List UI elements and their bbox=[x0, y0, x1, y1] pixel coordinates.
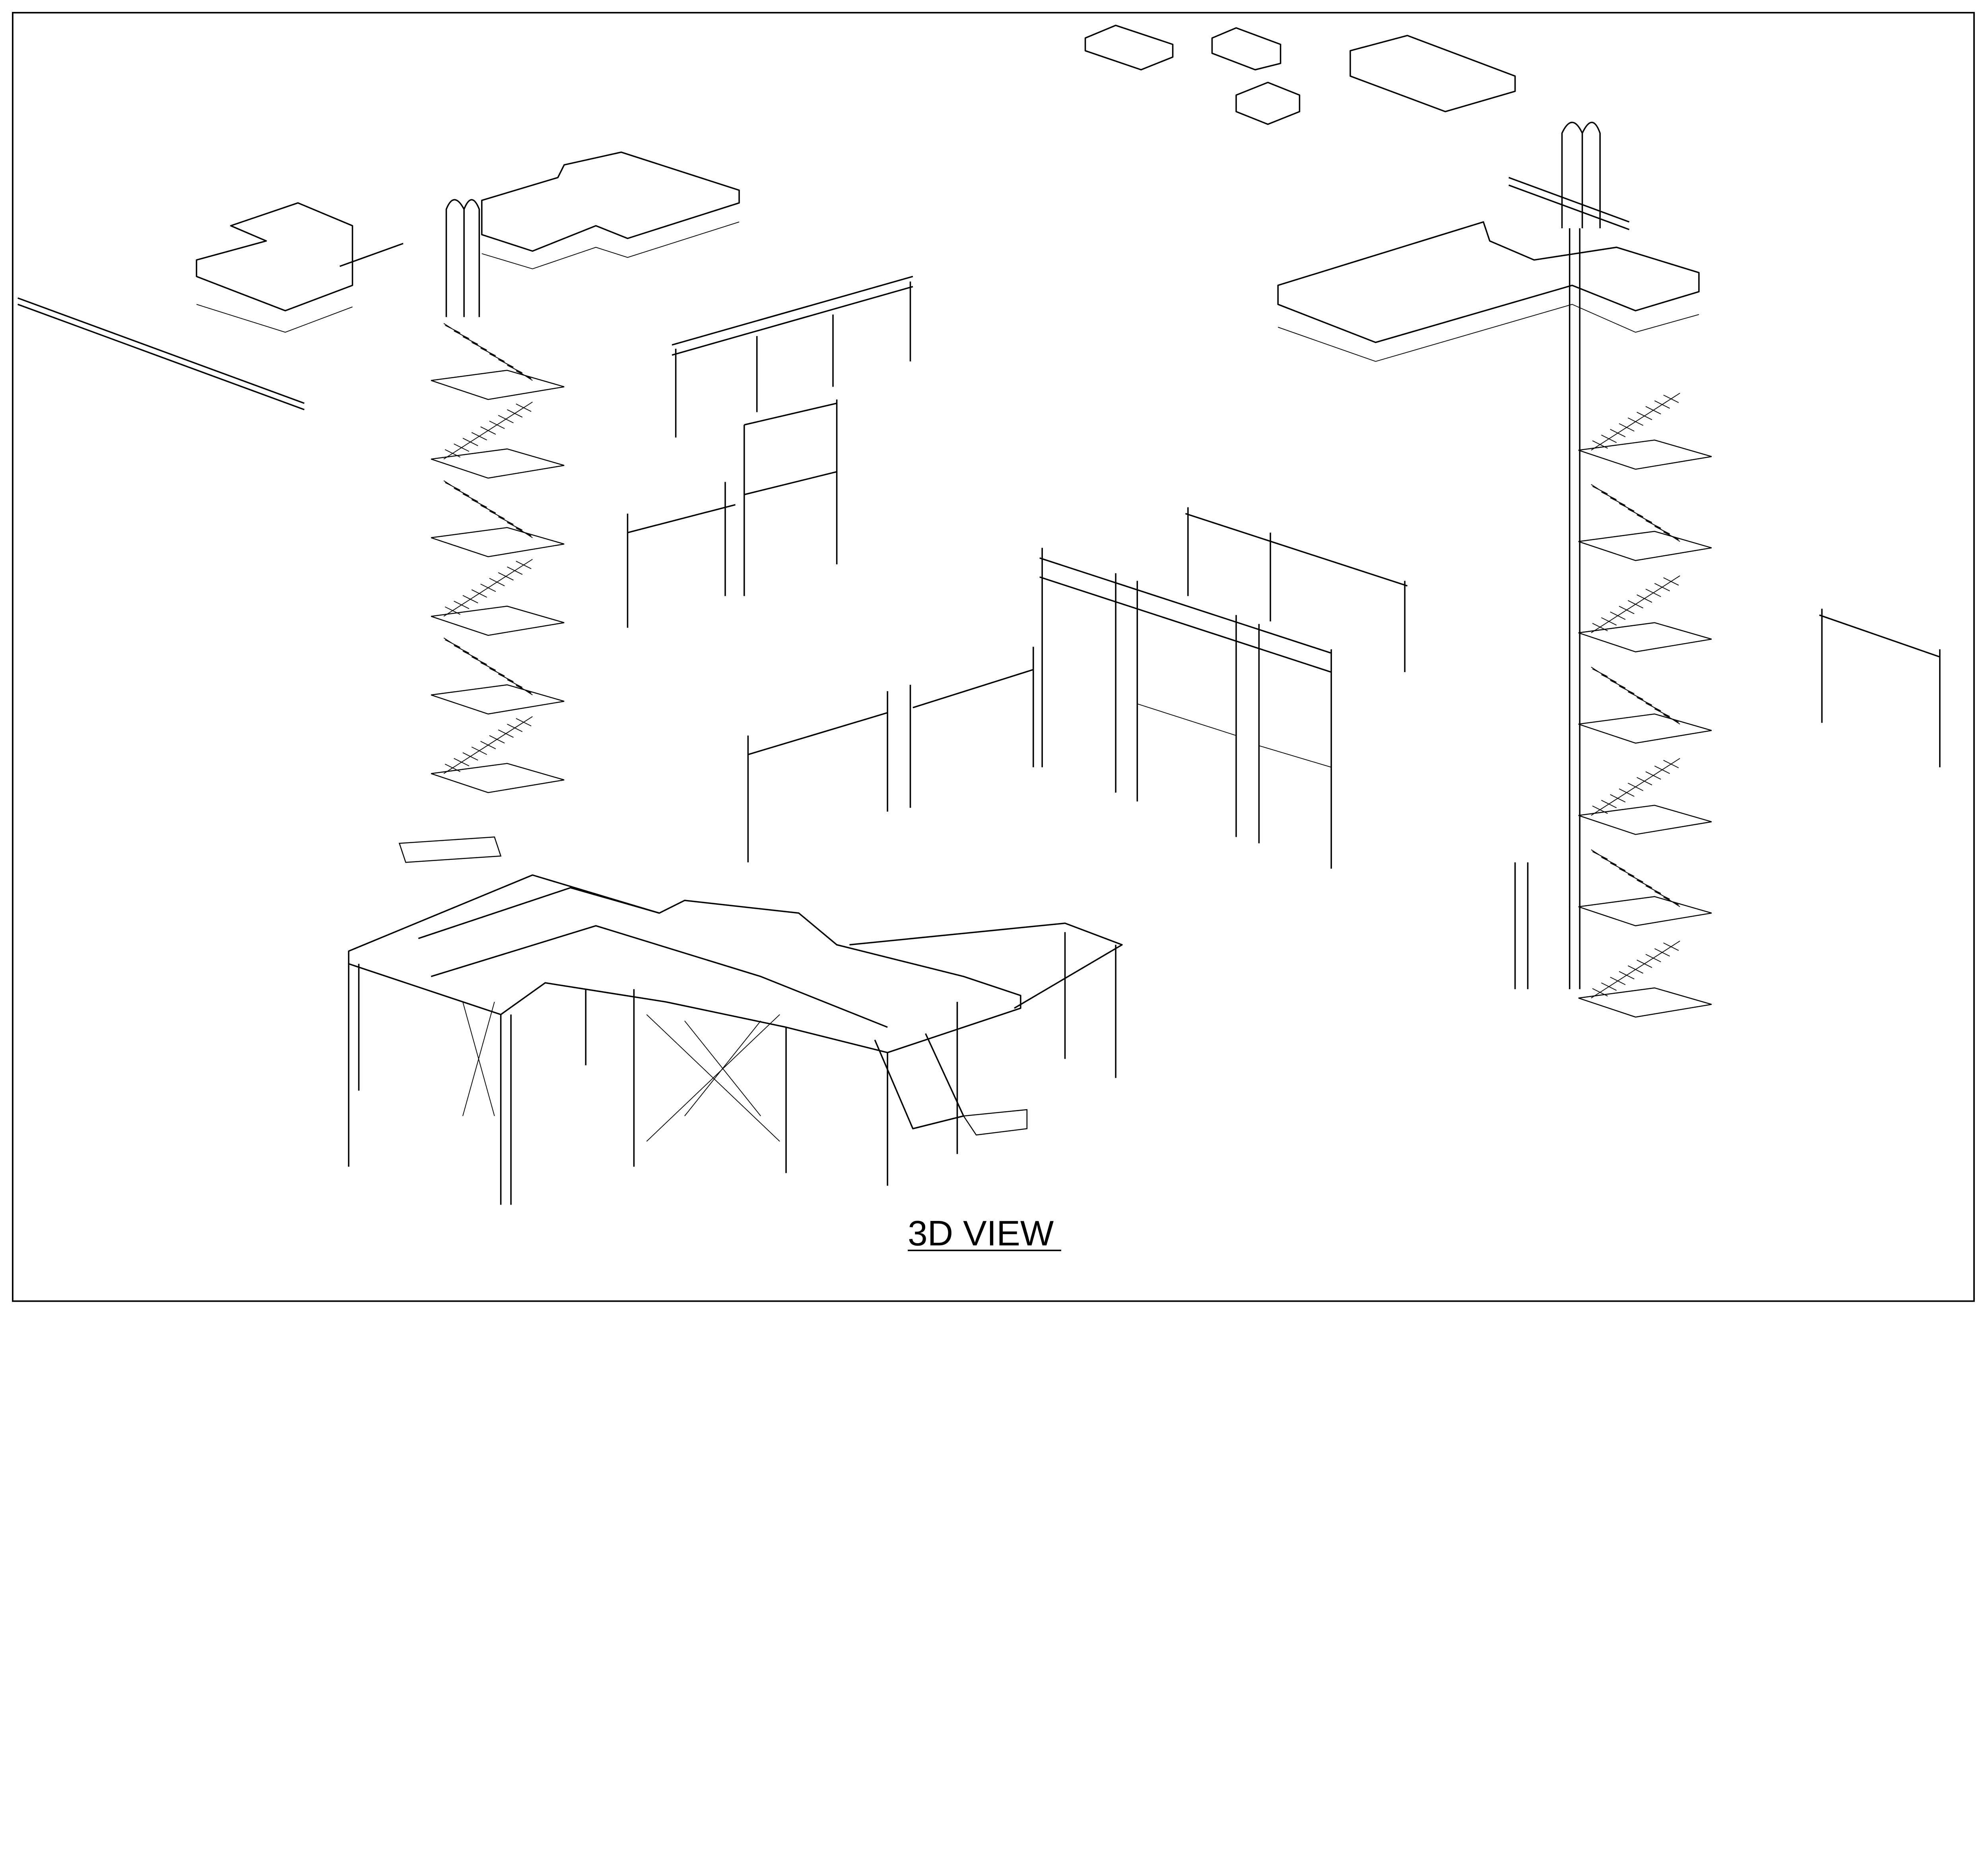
long-beam-left bbox=[17, 297, 305, 410]
stair-flight bbox=[443, 323, 533, 381]
stair-tower-left bbox=[431, 323, 565, 793]
stair-flight bbox=[443, 480, 533, 538]
stair-landing bbox=[431, 448, 565, 479]
stair-flight bbox=[443, 716, 533, 774]
stair-flight bbox=[1591, 484, 1680, 542]
frame-e bbox=[1514, 608, 1941, 989]
stair-landing bbox=[1578, 896, 1712, 927]
stair-flight bbox=[1591, 758, 1680, 816]
isometric-3d-view: 3D VIEW bbox=[12, 12, 1975, 1302]
stair-landing bbox=[1578, 439, 1712, 470]
frame-c bbox=[747, 647, 1034, 863]
view-title: 3D VIEW bbox=[908, 1213, 1054, 1253]
stair-landing bbox=[1578, 713, 1712, 744]
railing-module-top-center bbox=[481, 151, 740, 270]
main-platform-structure bbox=[348, 836, 1123, 1205]
railing-module-right bbox=[1277, 221, 1700, 362]
drawing-sheet: 3D VIEW bbox=[12, 12, 1975, 1302]
stair-landing bbox=[431, 763, 565, 793]
frame-b bbox=[627, 399, 838, 628]
stair-landing bbox=[431, 605, 565, 636]
stair-flight bbox=[1591, 575, 1680, 633]
stair-landing bbox=[431, 527, 565, 558]
sheet-border bbox=[12, 12, 1975, 1302]
stair-landing bbox=[1578, 987, 1712, 1018]
stair-landing bbox=[1578, 531, 1712, 561]
railing-module-left bbox=[196, 202, 353, 333]
frame-a bbox=[672, 276, 913, 438]
railing-modules-top bbox=[1084, 25, 1516, 125]
stair-landing bbox=[1578, 622, 1712, 653]
stair-tower-right bbox=[1578, 393, 1712, 1018]
stair-flight bbox=[443, 638, 533, 696]
cage-ladder-left bbox=[445, 199, 480, 317]
stair-landing bbox=[1578, 805, 1712, 835]
stair-flight bbox=[443, 559, 533, 617]
stair-landing bbox=[431, 369, 565, 400]
cage-ladder-right bbox=[1508, 122, 1630, 989]
short-beam bbox=[340, 243, 404, 267]
stair-flight bbox=[1591, 667, 1680, 725]
stair-landing bbox=[431, 684, 565, 715]
stair-flight bbox=[1591, 393, 1680, 451]
stair-flight bbox=[443, 402, 533, 460]
frame-d bbox=[1039, 507, 1408, 869]
stair-flight bbox=[1591, 941, 1680, 999]
stair-flight bbox=[1591, 849, 1680, 907]
